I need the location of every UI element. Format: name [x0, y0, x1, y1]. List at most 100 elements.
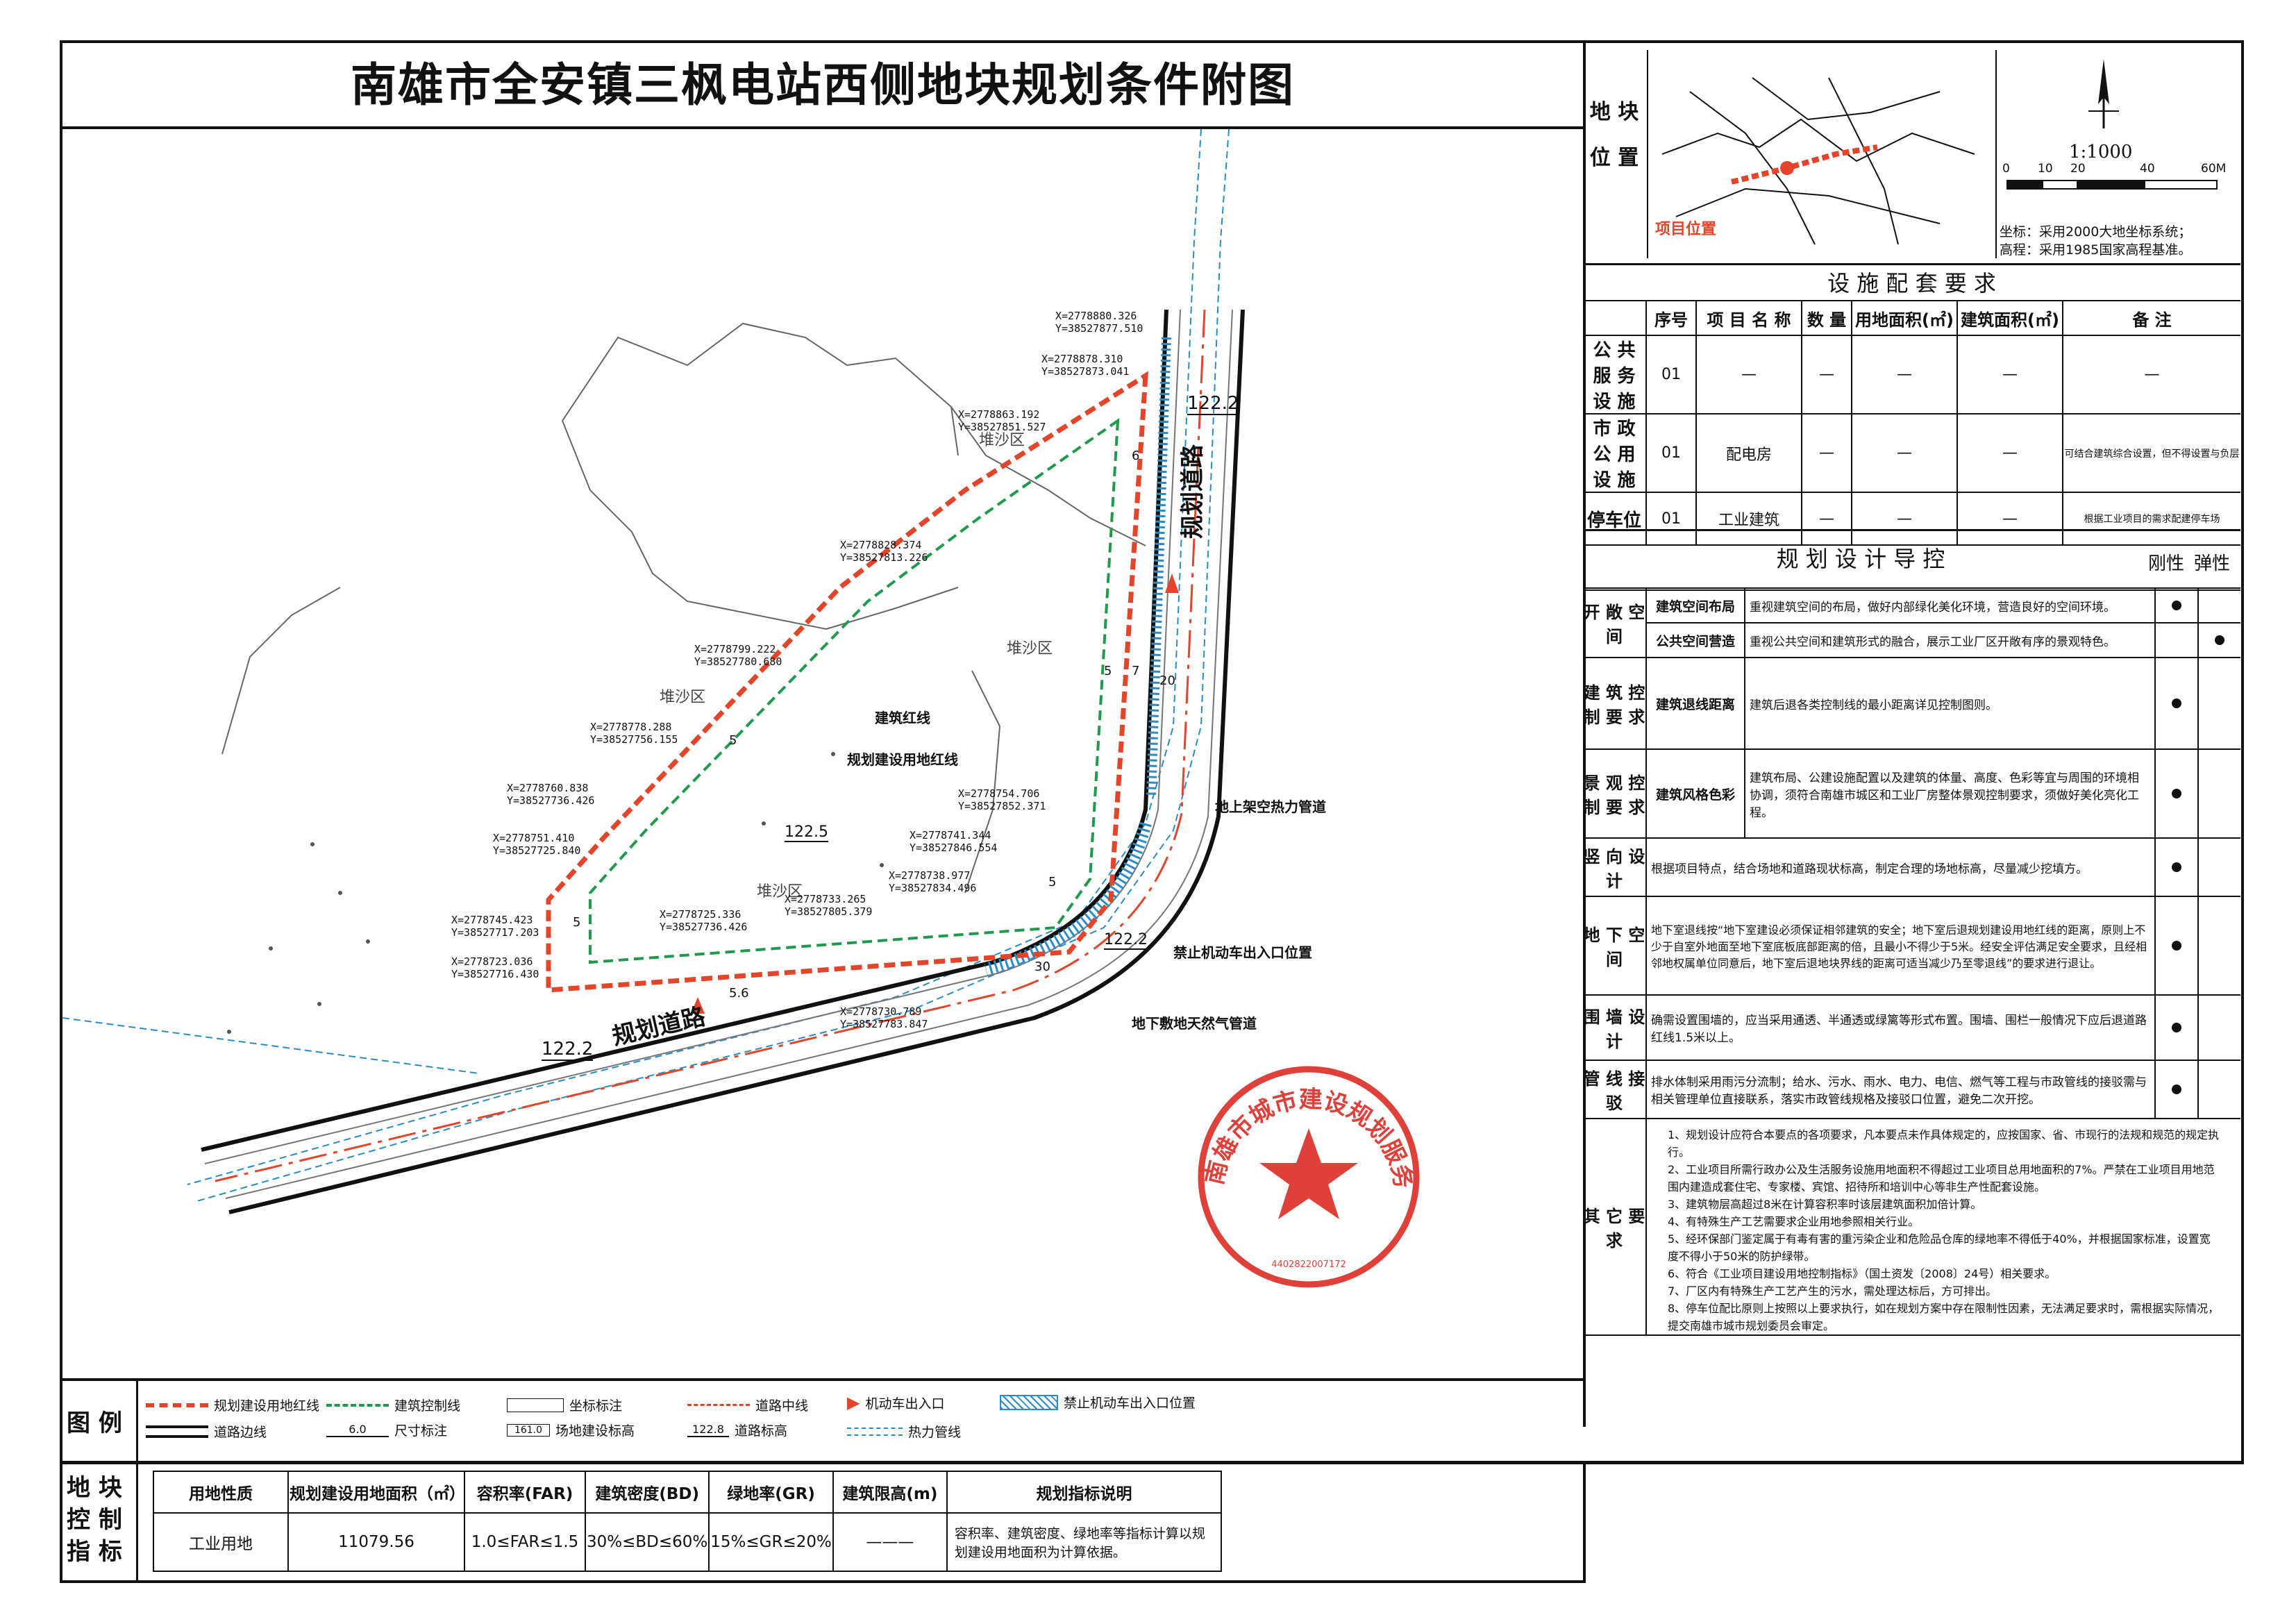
terrain-lines	[221, 322, 1146, 894]
table-row: 工业用地 11079.56 1.0≤FAR≤1.5 30%≤BD≤60% 15%…	[153, 1512, 1223, 1572]
planned-land-redline	[546, 371, 1148, 993]
dimension-label: 20	[1159, 673, 1175, 688]
elevation-bottom: 122.2	[542, 1039, 594, 1061]
legend-box	[60, 1378, 1586, 1462]
planned-redline-label: 规划建设用地红线	[847, 751, 958, 768]
elastic-dot-icon	[2215, 635, 2224, 645]
plan-road-vertical-label: 规划道路	[1179, 444, 1207, 539]
rigid-dot-icon	[2172, 862, 2181, 872]
table-row: 管 线 接 驳排水体制采用雨污分流制；给水、污水、雨水、电力、电信、燃气等工程与…	[1583, 1060, 2240, 1119]
table-row: 竖 向 设 计根据项目特点，结合场地和道路现状标高，制定合理的场地标高，尽量减少…	[1583, 837, 2240, 897]
control-label: 地 块 控 制 指 标	[67, 1474, 122, 1566]
dimension-label: 5	[573, 915, 581, 930]
facilities-title: 设 施 配 套 要 求	[1583, 267, 2240, 301]
coord-system-note: 坐标：采用2000大地坐标系统；	[2000, 224, 2192, 240]
table-row: 围 墙 设 计确需设置围墙的，应当采用通透、半通透或绿篱等形式布置。围墙、围栏一…	[1583, 994, 2240, 1061]
rigid-dot-icon	[2172, 600, 2181, 610]
control-box	[60, 1462, 2244, 1464]
dimension-label: 5	[1104, 664, 1112, 678]
legend-green-line: 建筑控制线	[326, 1396, 460, 1414]
rigid-dot-icon	[2172, 940, 2181, 951]
rigid-dot-icon	[2172, 1022, 2181, 1032]
official-seal: 南雄市城市建设规划服务中心 4402822007172	[1182, 1041, 1423, 1291]
site-plan-svg	[62, 128, 1245, 1214]
entrance-triangle-icon: ▶	[847, 1393, 860, 1412]
legend-label: 图 例	[67, 1409, 122, 1437]
scale-text: 1:1000	[2069, 142, 2133, 162]
elevation-center: 122.5	[785, 823, 828, 842]
project-location-label: 项目位置	[1655, 221, 1717, 238]
legend-heat-pipe: 热力管线	[847, 1422, 961, 1441]
table-row: 地 下 空 间地下室退线按“地下室建设必须保证相邻建筑的安全；地下室后退规划建设…	[1583, 896, 2240, 996]
rigid-dot-icon	[2172, 1084, 2181, 1094]
survey-points	[227, 752, 884, 1034]
forbid-entrance-label: 禁止机动车出入口位置	[1173, 944, 1312, 961]
control-divider	[136, 1462, 138, 1583]
dimension-label: 5.6	[729, 986, 749, 1001]
facilities-table: 序号 项 目 名 称 数 量 用地面积(㎡) 建筑面积(㎡) 备 注 公 共 服…	[1583, 300, 2240, 546]
dimension-label: 30	[1034, 960, 1050, 974]
dimension-label: 7	[1132, 664, 1140, 678]
scale-bar: 0 10 20 40 60M	[2002, 162, 2236, 192]
location-box	[1583, 43, 2240, 265]
control-box-frame	[60, 1462, 1586, 1583]
gas-pipe-label: 地下敷地天然气管道	[1132, 1015, 1257, 1032]
page-title: 南雄市全安镇三枫电站西侧地块规划条件附图	[62, 43, 1583, 129]
road-edges	[201, 309, 1245, 1214]
road-centerline	[215, 309, 1206, 1182]
site-plan-map: 堆沙区 堆沙区 堆沙区 堆沙区 122.5 122.2 122.2 122.2 …	[62, 128, 1583, 1362]
zone-label: 堆沙区	[979, 432, 1025, 449]
table-row: 其 它 要 求 1、规划设计应符合本要点的各项要求，凡本要点未作具体规定的，应按…	[1583, 1118, 2240, 1336]
vehicle-entrance-marker	[691, 997, 705, 1014]
legend-forbid: 禁止机动车出入口位置	[1000, 1393, 1196, 1412]
zone-label: 堆沙区	[757, 883, 803, 901]
control-table: 用地性质 规划建设用地面积（㎡） 容积率(FAR) 建筑密度(BD) 绿地率(G…	[153, 1471, 1223, 1572]
svg-text:4402822007172: 4402822007172	[1271, 1259, 1346, 1270]
table-row: 开 敞 空 间建筑空间布局重视建筑空间的布局，做好内部绿化美化环境，营造良好的空…	[1583, 587, 2240, 658]
zone-label: 堆沙区	[660, 689, 706, 706]
dimension-label: 6	[1132, 449, 1140, 463]
legend-road-edge: 道路边线	[146, 1422, 267, 1441]
table-row: 建 筑 控 制 要 求建筑退线距离建筑后退各类控制线的最小距离详见控制图则。	[1583, 657, 2240, 750]
zone-label: 堆沙区	[1007, 640, 1053, 658]
elevation-system-note: 高程：采用1985国家高程基准。	[2000, 242, 2192, 258]
table-row: 公共空间营造重视公共空间和建筑形式的融合，展示工业厂区开敞有序的景观特色。	[1583, 622, 2240, 658]
legend-coord: 坐标标注	[507, 1396, 622, 1414]
table-row: 景 观 控 制 要 求建筑风格色彩建筑布局、公建设施配置以及建筑的体量、高度、色…	[1583, 748, 2240, 839]
elevation-corner: 122.2	[1104, 931, 1148, 950]
building-control-line	[589, 417, 1120, 964]
elevation-top: 122.2	[1187, 393, 1239, 415]
table-row: 公 共 服 务 设 施 01—— ———	[1583, 335, 2240, 415]
other-requirements: 1、规划设计应符合本要点的各项要求，凡本要点未作具体规定的，应按国家、省、市现行…	[1645, 1118, 2240, 1336]
redline-label: 建筑红线	[875, 710, 930, 726]
legend-red-line: 规划建设用地红线	[146, 1396, 319, 1414]
location-label: 地 块位 置	[1589, 100, 1639, 170]
right-panel: 地 块位 置 项目位置 1:1000 0 10 20 40 60M	[1583, 43, 2240, 1459]
heat-pipe-label: 地上架空热力管道	[1215, 798, 1326, 815]
vehicle-entrance-marker	[1165, 574, 1179, 593]
guidance-header: 规 划 设 计 导 控 刚性 弹性	[1583, 529, 2240, 591]
north-arrow-icon	[2083, 56, 2125, 132]
rigid-dot-icon	[2172, 698, 2181, 708]
dimension-label: 5	[1048, 875, 1057, 889]
